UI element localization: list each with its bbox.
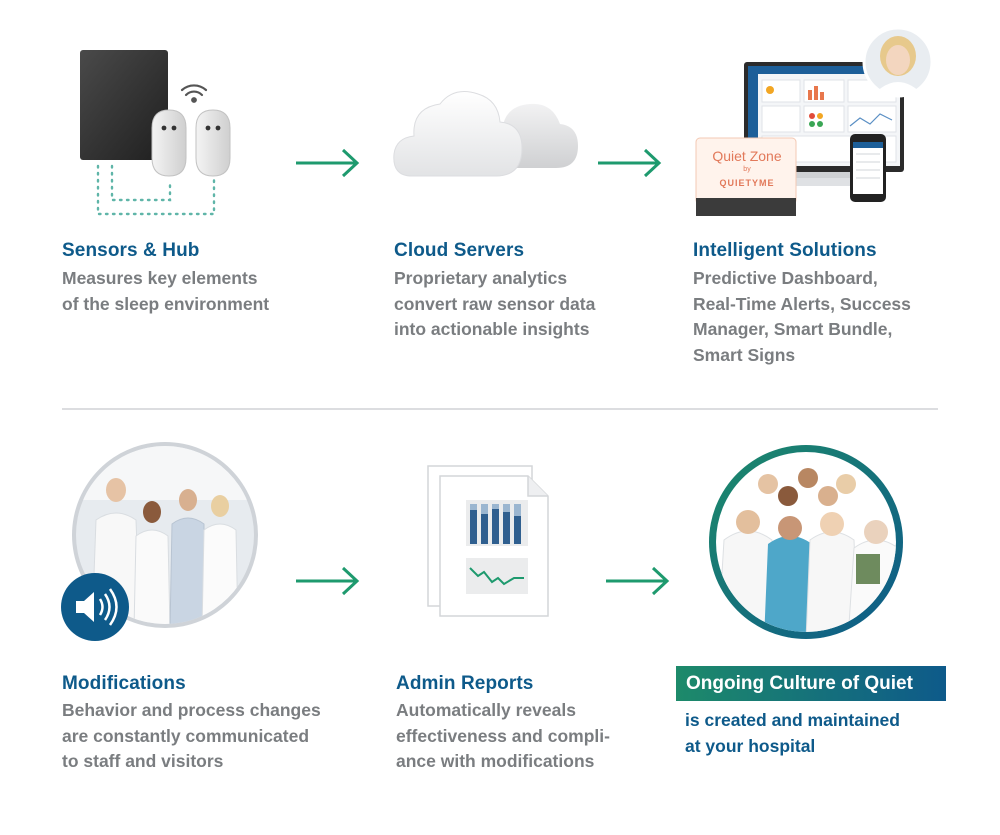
step-desc-sensors: Measures key elements of the sleep envir… [62,268,270,314]
arrow-right-icon [296,566,360,596]
solutions-illustration [694,26,938,222]
culture-desc: is created and maintained at your hospit… [685,710,900,756]
staff-group-photo [708,444,904,640]
arrow-right-icon [296,148,360,178]
culture-badge: Ongoing Culture of Quiet [676,666,946,701]
speaker-icon [60,572,130,642]
step-title-solutions: Intelligent Solutions [693,240,877,261]
step-desc-modifications: Behavior and process changes are constan… [62,700,321,771]
arrow-right-icon [606,566,670,596]
wifi-icon [180,84,208,103]
arrow-right-icon [598,148,662,178]
modifications-photo [70,440,260,630]
step-title-reports: Admin Reports [396,673,534,694]
cloud-icon [392,80,582,190]
hub-device [80,50,168,160]
sensors-hub-illustration [78,48,248,220]
sign-brand: QUIETYME [719,178,775,188]
sensor-left [151,109,187,177]
step-desc-reports: Automatically reveals effectiveness and … [396,700,610,771]
step-desc-solutions: Predictive Dashboard, Real-Time Alerts, … [693,268,911,365]
quiet-zone-sign [695,137,797,216]
sign-by: by [743,166,751,173]
step-title-sensors: Sensors & Hub [62,240,200,261]
sign-title: Quiet Zone [712,148,782,164]
step-title-modifications: Modifications [62,673,186,694]
report-bars [470,504,521,544]
signal-dots [96,164,216,216]
section-divider [62,408,938,410]
step-desc-cloud: Proprietary analytics convert raw sensor… [394,268,596,339]
sensor-right [195,109,231,177]
report-document-icon [424,462,554,618]
step-title-cloud: Cloud Servers [394,240,525,261]
avatar [862,26,934,98]
report-line [469,567,524,586]
